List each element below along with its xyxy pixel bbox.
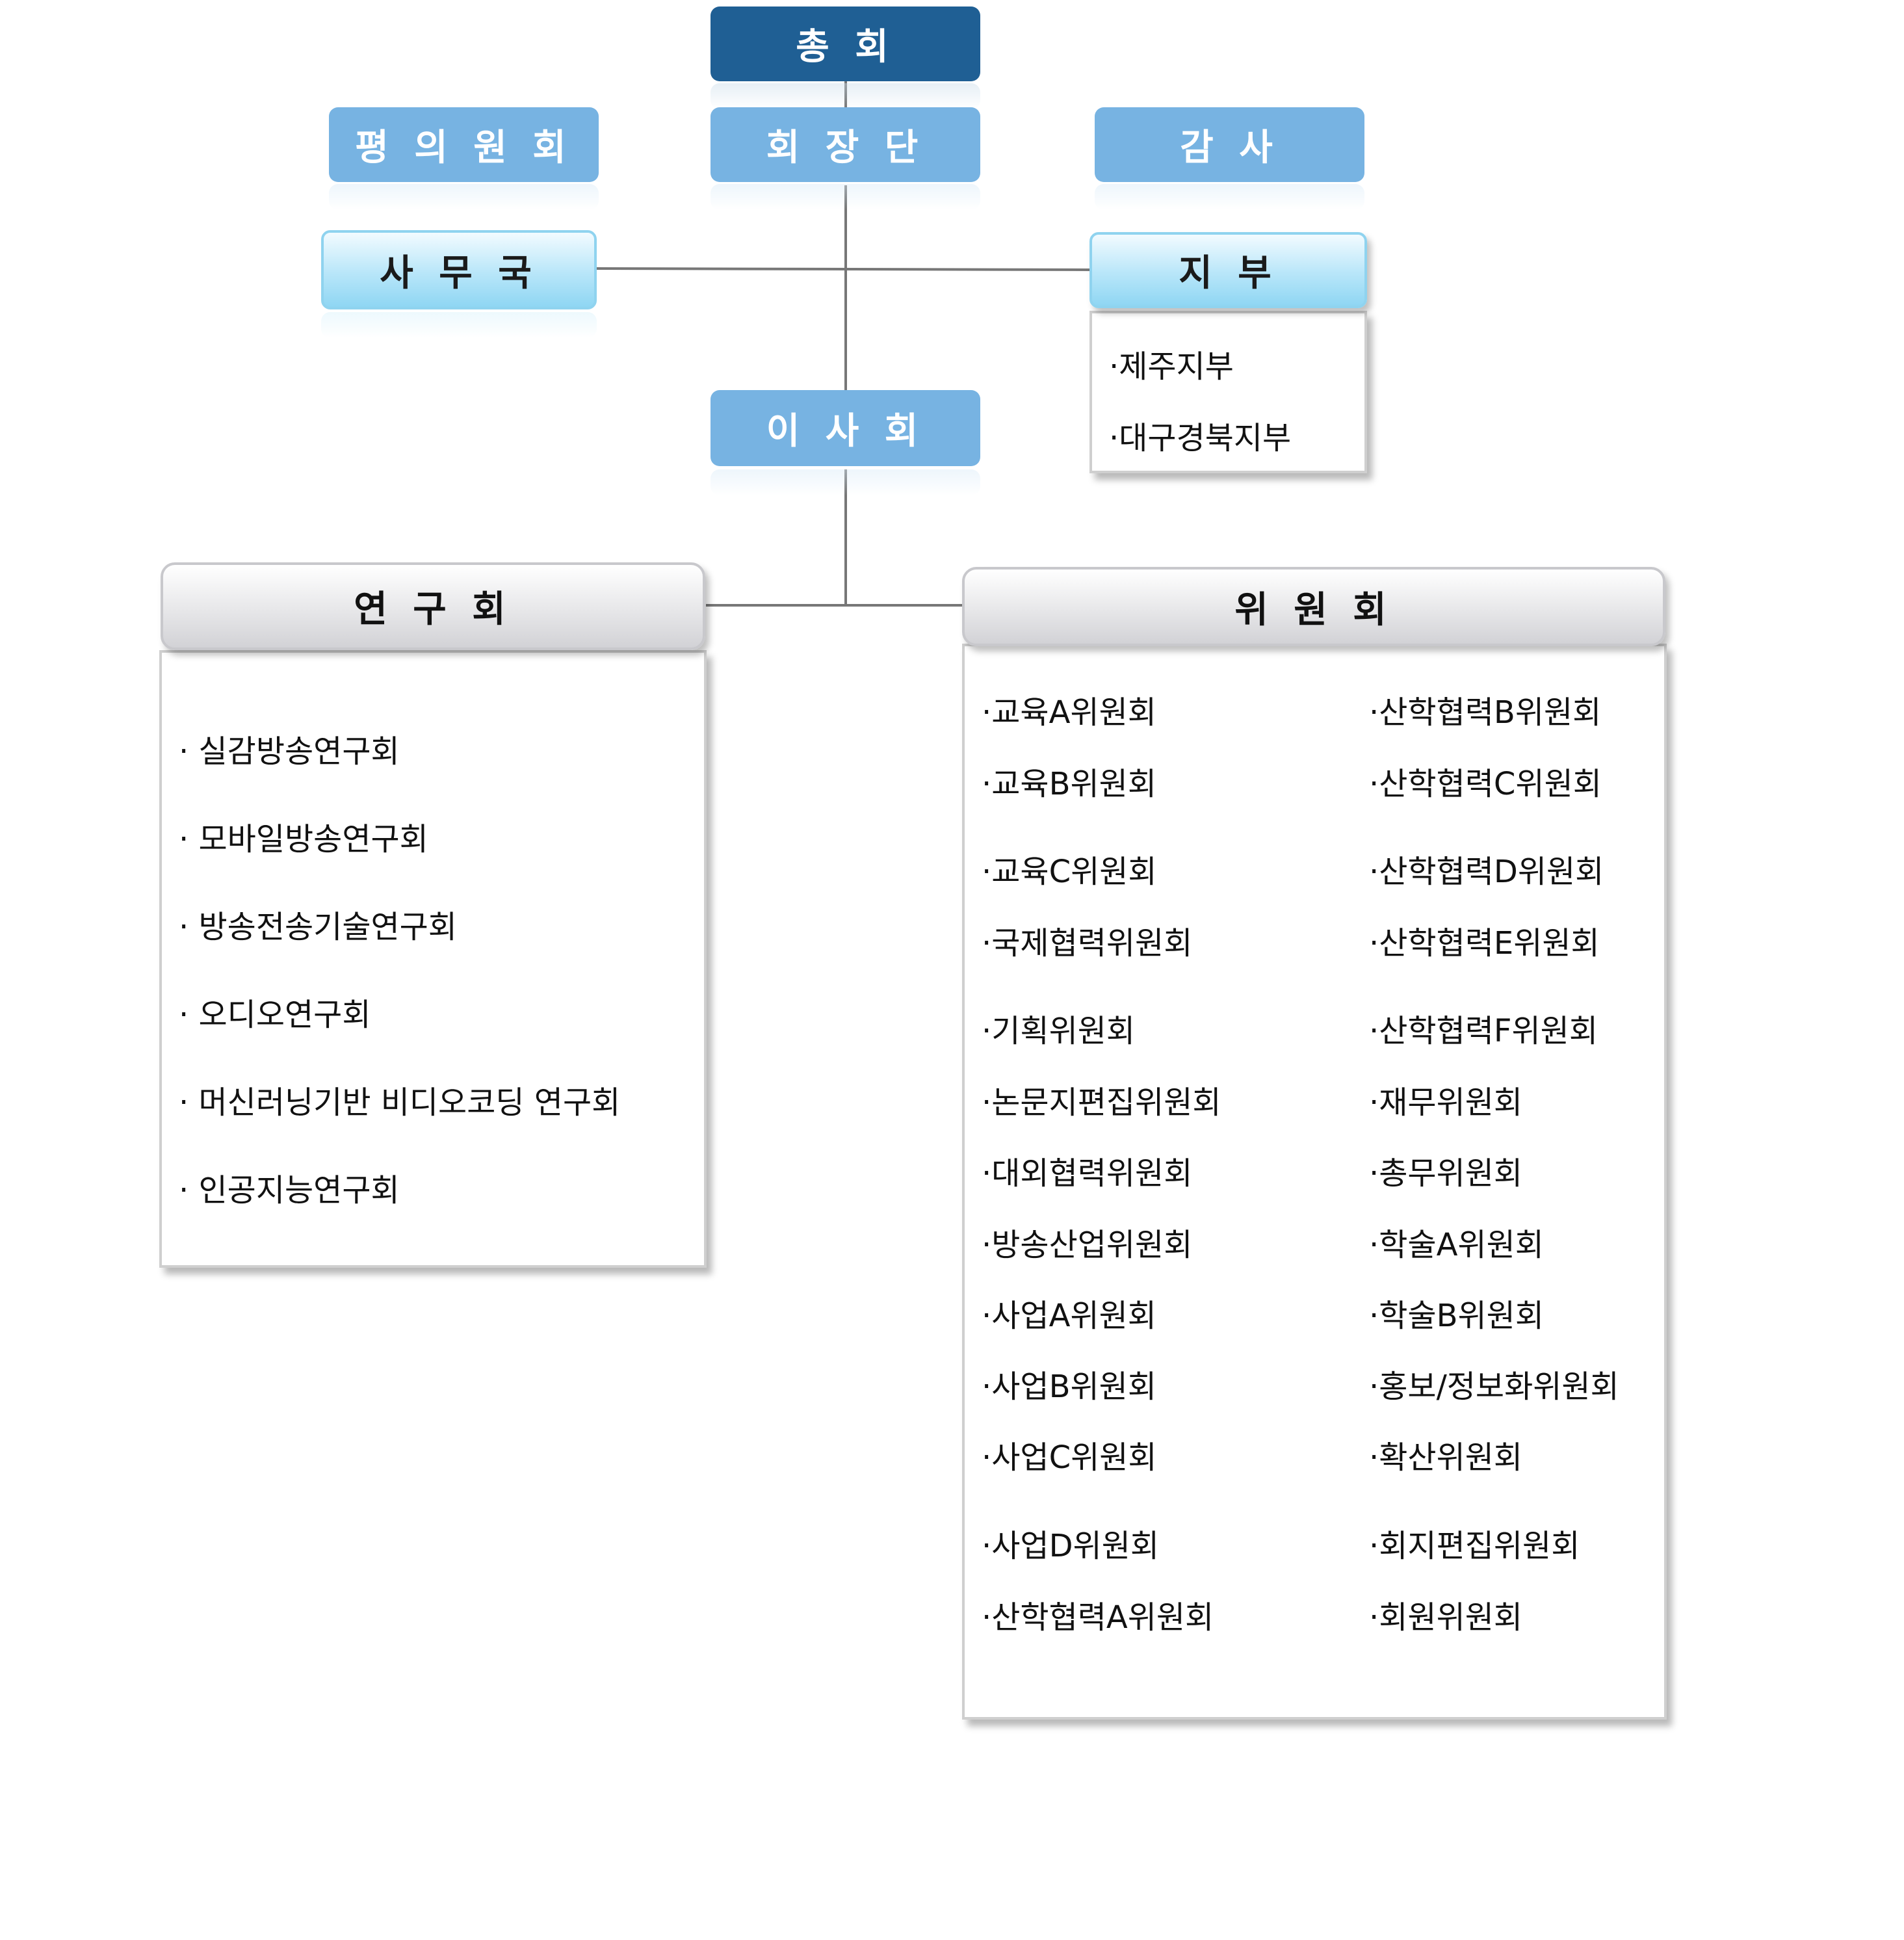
committee-item: ·사업A위원회: [982, 1298, 1156, 1334]
committee-item: ·학술A위원회: [1369, 1227, 1544, 1263]
committee-item: ·회지편집위원회: [1369, 1528, 1580, 1564]
reflection: [329, 184, 599, 210]
branch-list-panel: ·제주지부 ·대구경북지부: [1089, 311, 1367, 473]
committee-item: ·교육A위원회: [982, 694, 1156, 731]
board-node: 이 사 회: [711, 390, 980, 466]
research-group-item: · 방송전송기술연구회: [179, 909, 457, 945]
branch-node: 지 부: [1089, 232, 1367, 308]
committee-item: ·교육C위원회: [982, 854, 1157, 890]
research-group-item: · 인공지능연구회: [179, 1172, 400, 1209]
secretariat-node: 사 무 국: [321, 230, 597, 309]
committee-item: ·산학협력B위원회: [1369, 694, 1602, 731]
connector-secretariat-branch: [594, 267, 1093, 271]
committee-item: ·논문지편집위원회: [982, 1084, 1221, 1121]
committee-item: ·재무위원회: [1369, 1084, 1523, 1121]
committee-item: ·확산위원회: [1369, 1439, 1523, 1476]
research-group-item: · 머신러닝기반 비디오코딩 연구회: [179, 1084, 621, 1121]
committee-item: ·교육B위원회: [982, 766, 1156, 802]
committee-item: ·산학협력A위원회: [982, 1599, 1214, 1636]
committee-item: ·국제협력위원회: [982, 925, 1193, 962]
committee-item: ·산학협력F위원회: [1369, 1013, 1598, 1049]
committee-item: ·사업C위원회: [982, 1439, 1157, 1476]
committee-item: ·사업D위원회: [982, 1528, 1160, 1564]
committee-item: ·대외협력위원회: [982, 1155, 1193, 1192]
auditor-node: 감 사: [1095, 107, 1364, 182]
reflection: [711, 469, 980, 495]
reflection: [1095, 184, 1364, 210]
presidency-node: 회 장 단: [711, 107, 980, 182]
general-assembly-node: 총 회: [711, 7, 980, 81]
committee-list-panel: ·교육A위원회 ·교육B위원회 ·교육C위원회 ·국제협력위원회 ·기획위원회 …: [962, 644, 1667, 1720]
committee-item: ·산학협력E위원회: [1369, 925, 1600, 962]
research-group-item: · 오디오연구회: [179, 997, 371, 1033]
reflection: [711, 83, 980, 109]
branch-list-item: ·제주지부: [1109, 348, 1234, 385]
committee-item: ·산학협력C위원회: [1369, 766, 1602, 802]
committee-item: ·회원위원회: [1369, 1599, 1523, 1636]
council-node: 평 의 원 회: [329, 107, 599, 182]
committee-item: ·홍보/정보화위원회: [1369, 1369, 1619, 1405]
reflection: [321, 312, 597, 338]
committee-item: ·총무위원회: [1369, 1155, 1523, 1192]
committees-node: 위 원 회: [962, 567, 1665, 646]
branch-list-item: ·대구경북지부: [1109, 420, 1292, 456]
committee-item: ·학술B위원회: [1369, 1298, 1544, 1334]
committee-item: ·사업B위원회: [982, 1369, 1156, 1405]
reflection: [711, 184, 980, 210]
committee-item: ·방송산업위원회: [982, 1227, 1193, 1263]
research-group-list-panel: · 실감방송연구회 · 모바일방송연구회 · 방송전송기술연구회 · 오디오연구…: [159, 650, 707, 1268]
research-groups-node: 연 구 회: [161, 562, 705, 650]
research-group-item: · 실감방송연구회: [179, 733, 400, 770]
committee-item: ·기획위원회: [982, 1013, 1136, 1049]
committee-item: ·산학협력D위원회: [1369, 854, 1604, 890]
research-group-item: · 모바일방송연구회: [179, 821, 428, 858]
